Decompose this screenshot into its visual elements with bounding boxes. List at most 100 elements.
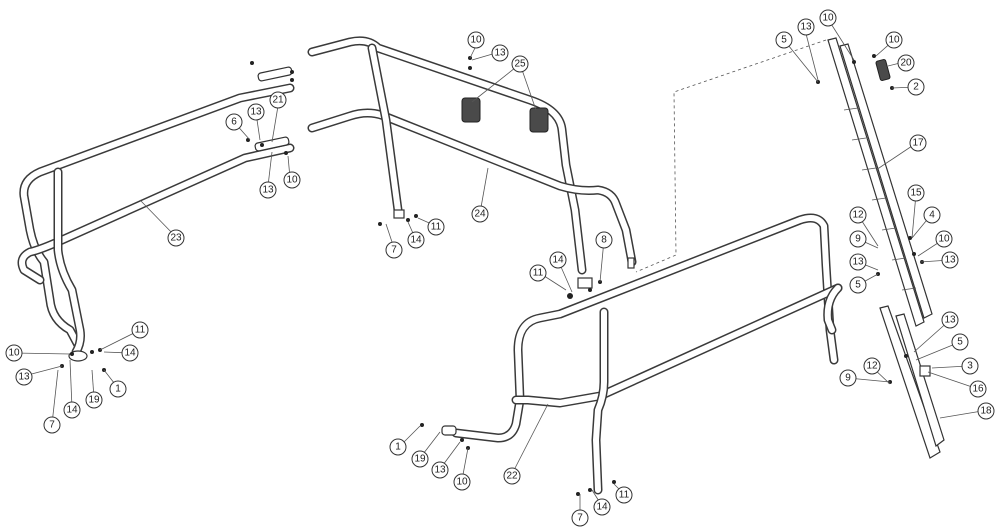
- callout-6: 6: [225, 113, 243, 131]
- callout-label: 22: [506, 471, 518, 482]
- callout-label: 10: [822, 13, 834, 24]
- callout-14: 14: [63, 401, 81, 419]
- callout-11: 11: [131, 321, 149, 339]
- callout-14: 14: [407, 231, 425, 249]
- callout-label: 11: [619, 490, 630, 501]
- callout-11: 11: [615, 486, 633, 504]
- callout-label: 14: [124, 348, 136, 359]
- callout-10: 10: [283, 171, 301, 189]
- callout-label: 16: [972, 384, 984, 395]
- callout-label: 20: [900, 58, 912, 69]
- callout-label: 13: [852, 257, 864, 268]
- callout-18: 18: [977, 402, 995, 420]
- callout-label: 13: [434, 465, 446, 476]
- callout-label: 12: [852, 210, 864, 221]
- callout-5: 5: [775, 31, 793, 49]
- callout-13: 13: [247, 103, 265, 121]
- callout-label: 10: [286, 175, 298, 186]
- foot-rail-18: [879, 305, 945, 459]
- callout-label: 14: [596, 502, 608, 513]
- callout-label: 13: [494, 48, 506, 59]
- callout-24: 24: [471, 205, 489, 223]
- callout-label: 12: [866, 361, 878, 372]
- callout-10: 10: [453, 473, 471, 491]
- callout-label: 11: [533, 268, 544, 279]
- callout-5: 5: [849, 276, 867, 294]
- callout-label: 1: [395, 442, 401, 453]
- callout-1: 1: [109, 380, 127, 398]
- callout-9: 9: [839, 369, 857, 387]
- callout-10: 10: [819, 9, 837, 27]
- callout-label: 4: [929, 210, 935, 221]
- callout-label: 10: [888, 35, 900, 46]
- callout-10: 10: [467, 31, 485, 49]
- callout-14: 14: [593, 498, 611, 516]
- callout-label: 25: [514, 59, 526, 70]
- callout-7: 7: [43, 416, 61, 434]
- callout-4: 4: [923, 206, 941, 224]
- callout-22: 22: [503, 467, 521, 485]
- callout-10: 10: [885, 31, 903, 49]
- callout-13: 13: [431, 461, 449, 479]
- callout-label: 14: [66, 405, 78, 416]
- callout-8: 8: [595, 231, 613, 249]
- callout-13: 13: [491, 44, 509, 62]
- callout-1: 1: [389, 438, 407, 456]
- callout-13: 13: [849, 253, 867, 271]
- callout-label: 14: [410, 235, 422, 246]
- callout-label: 19: [414, 454, 426, 465]
- callout-13: 13: [259, 181, 277, 199]
- callout-19: 19: [411, 450, 429, 468]
- callout-14: 14: [549, 251, 567, 269]
- callout-label: 11: [135, 325, 146, 336]
- callout-label: 7: [577, 513, 583, 524]
- callout-label: 19: [88, 395, 100, 406]
- top-frame-24: [307, 36, 637, 289]
- callout-label: 7: [391, 245, 397, 256]
- callout-14: 14: [121, 344, 139, 362]
- callout-label: 24: [474, 209, 486, 220]
- callout-23: 23: [167, 229, 185, 247]
- callout-label: 13: [262, 185, 274, 196]
- callout-25: 25: [511, 55, 529, 73]
- callout-19: 19: [85, 391, 103, 409]
- callout-21: 21: [269, 91, 287, 109]
- callout-label: 13: [944, 255, 956, 266]
- callout-label: 5: [781, 35, 787, 46]
- callout-label: 13: [250, 107, 262, 118]
- callout-label: 23: [170, 233, 182, 244]
- callout-label: 17: [912, 138, 924, 149]
- callout-label: 13: [18, 372, 30, 383]
- callout-3: 3: [961, 357, 979, 375]
- callout-label: 10: [470, 35, 482, 46]
- callout-label: 15: [910, 188, 922, 199]
- callout-10: 10: [935, 230, 953, 248]
- callout-15: 15: [907, 184, 925, 202]
- callout-10: 10: [5, 344, 23, 362]
- callout-12: 12: [849, 206, 867, 224]
- callout-label: 7: [49, 420, 55, 431]
- callout-13: 13: [15, 368, 33, 386]
- callout-11: 11: [529, 264, 547, 282]
- callout-16: 16: [969, 380, 987, 398]
- callout-label: 21: [272, 95, 284, 106]
- callout-label: 11: [431, 222, 442, 233]
- callout-label: 13: [944, 315, 956, 326]
- callout-label: 5: [855, 280, 861, 291]
- callout-label: 5: [957, 337, 963, 348]
- callout-label: 3: [967, 361, 973, 372]
- callout-label: 2: [913, 82, 919, 93]
- side-rail-17: [827, 37, 933, 327]
- front-frame-22: [441, 213, 843, 495]
- callout-7: 7: [571, 509, 589, 527]
- callout-label: 18: [980, 406, 992, 417]
- callout-label: 9: [845, 373, 851, 384]
- callout-17: 17: [909, 134, 927, 152]
- callout-13: 13: [941, 251, 959, 269]
- callout-label: 8: [601, 235, 607, 246]
- reference-dashed-line: [635, 39, 827, 273]
- callout-label: 13: [800, 22, 812, 33]
- callout-label: 6: [231, 117, 237, 128]
- callout-2: 2: [907, 78, 925, 96]
- callout-label: 10: [8, 348, 20, 359]
